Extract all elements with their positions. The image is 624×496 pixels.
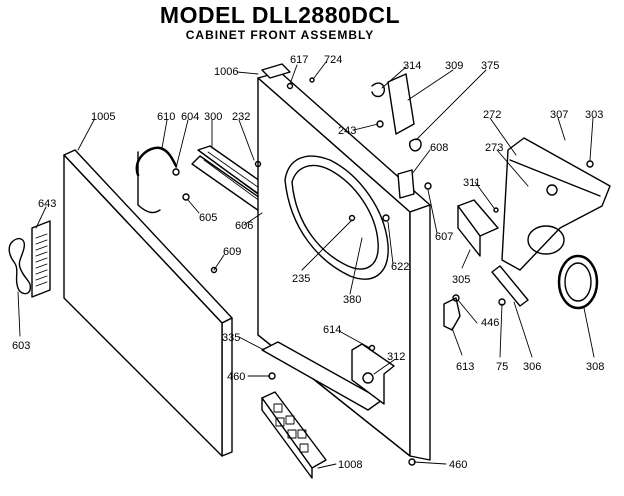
label-607: 607 [435, 231, 453, 243]
label-380: 380 [343, 294, 361, 306]
label-235: 235 [292, 273, 310, 285]
label-375: 375 [481, 60, 499, 72]
front-panel [63, 149, 233, 457]
panel-clip-605 [137, 151, 161, 214]
label-460-right: 460 [449, 459, 467, 471]
leader-lines [17, 61, 595, 469]
label-610: 610 [157, 111, 175, 123]
label-303: 303 [585, 109, 603, 121]
lower-grille [261, 391, 327, 479]
label-309: 309 [445, 60, 463, 72]
terminal-block [457, 199, 499, 257]
label-1006: 1006 [214, 66, 238, 78]
label-314: 314 [403, 60, 421, 72]
label-643: 643 [38, 198, 56, 210]
label-603: 603 [12, 340, 30, 352]
hinge-bracket [387, 73, 415, 135]
latch-plate [491, 265, 529, 307]
label-243: 243 [338, 125, 356, 137]
hinge-pin [371, 82, 386, 98]
label-604: 604 [181, 111, 199, 123]
door-seal [557, 254, 599, 310]
label-605: 605 [199, 212, 217, 224]
label-300: 300 [204, 111, 222, 123]
label-460-left: 460 [227, 371, 245, 383]
label-614: 614 [323, 324, 341, 336]
label-311: 311 [463, 177, 481, 189]
label-1008: 1008 [338, 459, 362, 471]
wire-harness [135, 146, 178, 177]
label-312: 312 [387, 351, 405, 363]
label-608: 608 [430, 142, 448, 154]
grille-plate [31, 220, 51, 298]
label-307: 307 [550, 109, 568, 121]
label-1005: 1005 [91, 111, 115, 123]
label-305: 305 [452, 274, 470, 286]
label-622: 622 [391, 261, 409, 273]
label-335: 335 [222, 332, 240, 344]
label-606: 606 [235, 220, 253, 232]
label-609: 609 [223, 246, 241, 258]
door-handle [8, 237, 32, 295]
label-724: 724 [324, 54, 342, 66]
spring-clip [408, 138, 422, 152]
label-272: 272 [483, 109, 501, 121]
label-75: 75 [496, 361, 508, 373]
label-232: 232 [232, 111, 250, 123]
mounting-bracket [397, 169, 415, 199]
bulkhead [501, 137, 611, 271]
door-hook [443, 297, 461, 331]
label-308: 308 [586, 361, 604, 373]
label-306: 306 [523, 361, 541, 373]
label-617: 617 [290, 54, 308, 66]
assembly-subtitle: CABINET FRONT ASSEMBLY [185, 28, 375, 42]
label-273: 273 [485, 142, 503, 154]
model-title: MODEL DLL2880DCL [159, 2, 401, 28]
label-446: 446 [481, 317, 499, 329]
label-613: 613 [456, 361, 474, 373]
